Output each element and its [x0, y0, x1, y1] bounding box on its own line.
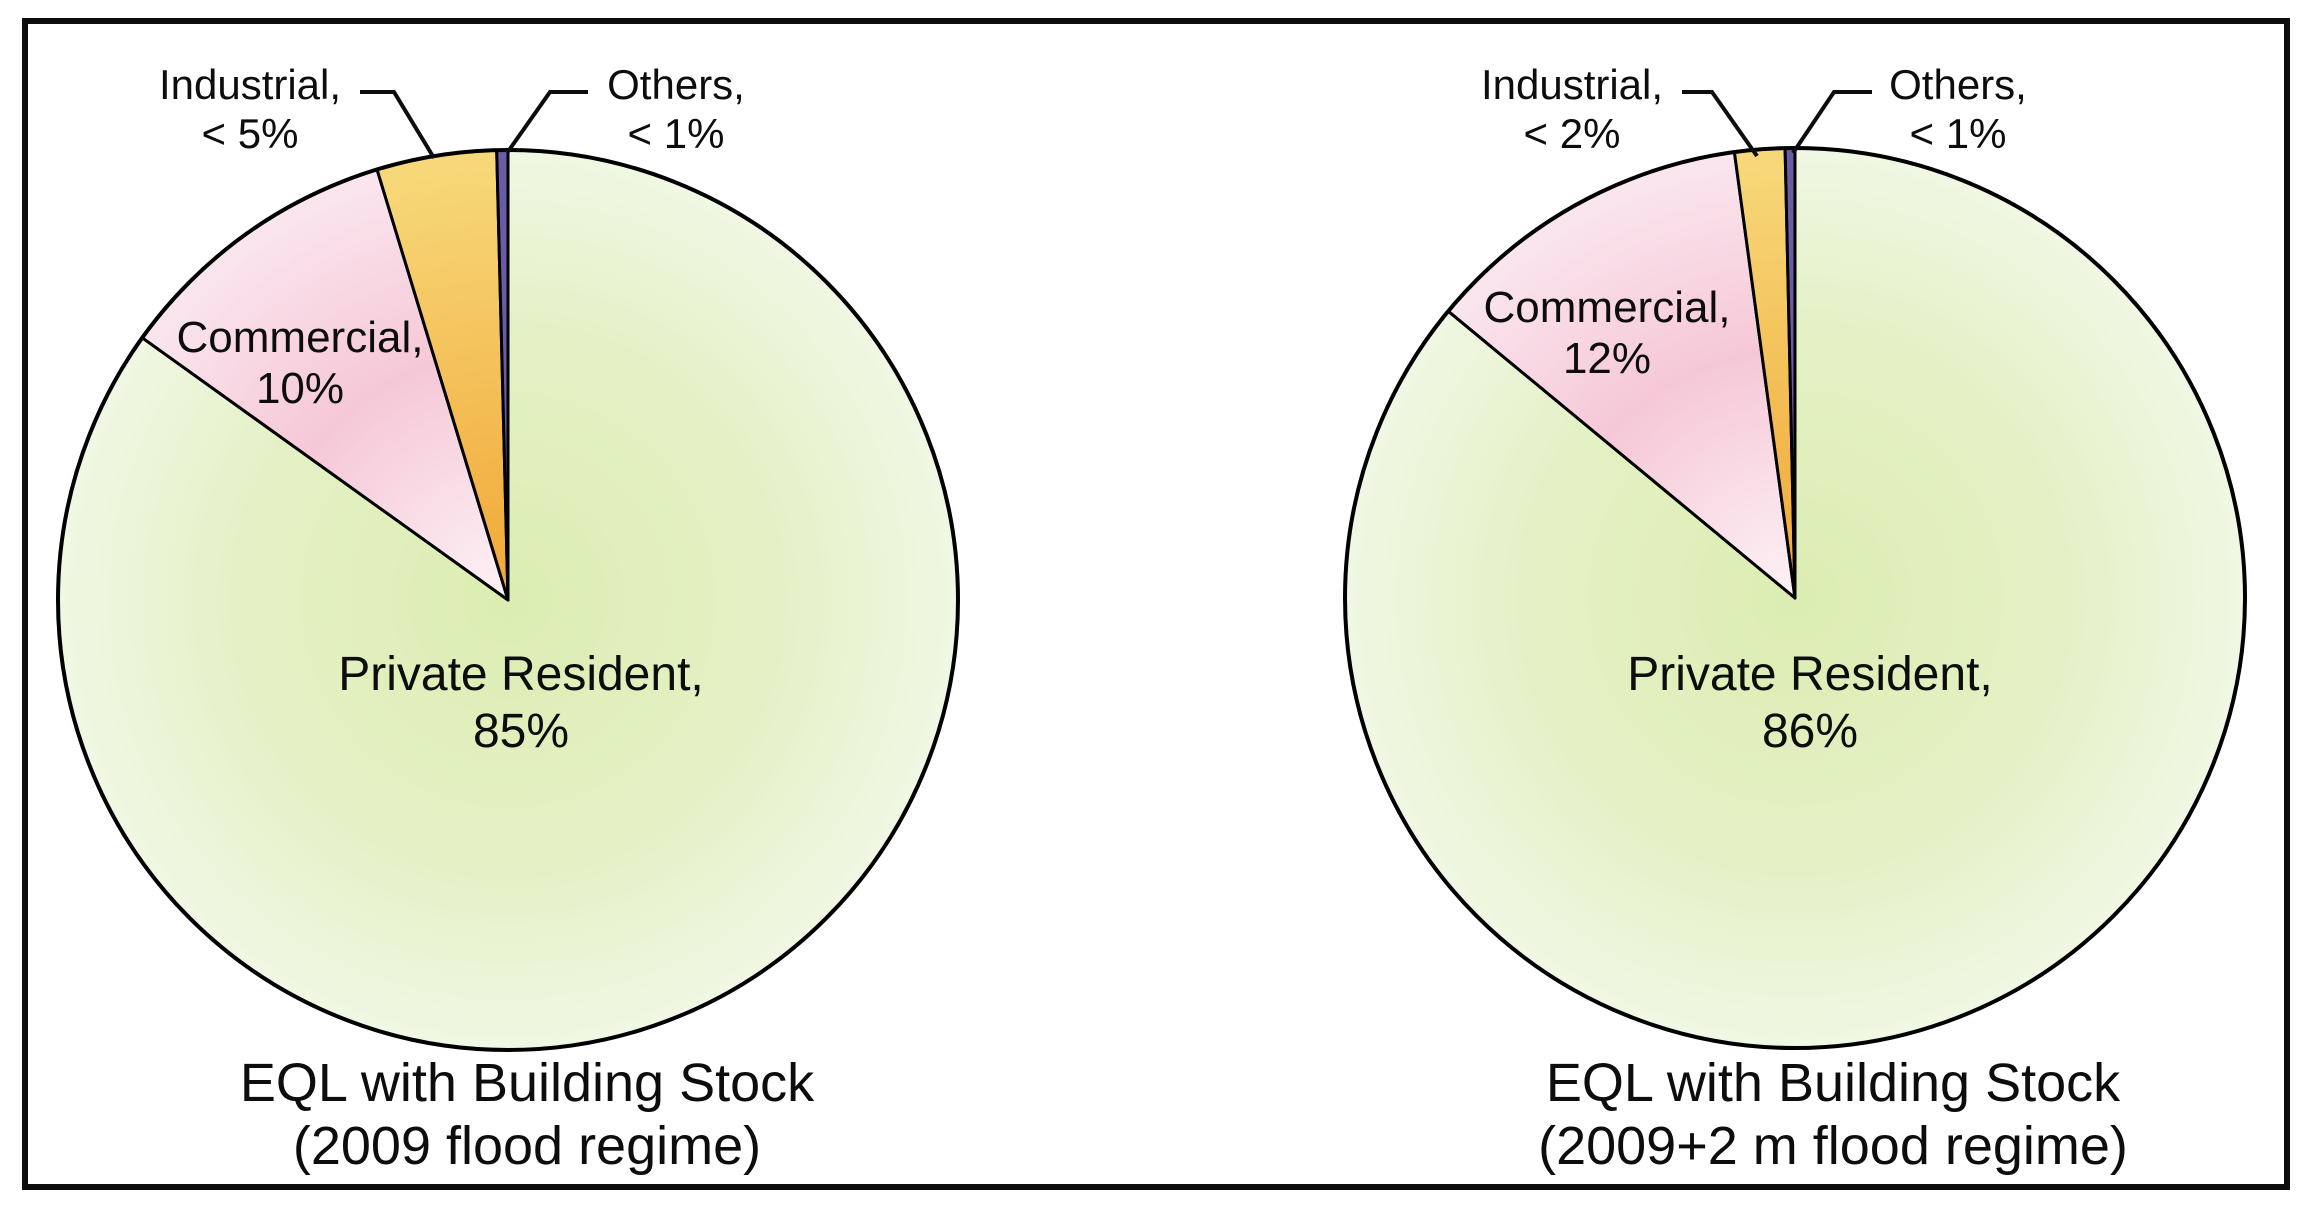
pie-caption-left-subtitle: (2009 flood regime)	[292, 1116, 762, 1176]
slice-label-commercial-right: Commercial, 12%	[1437, 282, 1777, 384]
slice-label-commercial-left: Commercial, 10%	[130, 312, 470, 414]
figure-border	[22, 18, 2290, 1190]
callout-others-left-line1: Others,	[607, 61, 745, 108]
callout-others-right-line2: < 1%	[1909, 110, 2007, 157]
slice-label-commercial-left-line1: Commercial,	[176, 313, 424, 362]
slice-label-private-resident-left: Private Resident, 85%	[291, 646, 751, 760]
callout-industrial-right-line1: Industrial,	[1480, 61, 1664, 108]
pie-caption-right-title: EQL with Building Stock	[1545, 1053, 2121, 1113]
slice-label-private-resident-right-line1: Private Resident,	[1627, 648, 1993, 701]
slice-label-commercial-left-line2: 10%	[255, 364, 345, 413]
slice-label-private-resident-right-line2: 86%	[1761, 705, 1859, 758]
slice-label-commercial-right-line1: Commercial,	[1483, 283, 1731, 332]
callout-others-left: Others, < 1%	[526, 60, 826, 158]
callout-others-right: Others, < 1%	[1808, 60, 2108, 158]
pie-caption-right: EQL with Building Stock (2009+2 m flood …	[1453, 1052, 2213, 1178]
callout-industrial-left-line1: Industrial,	[158, 61, 342, 108]
callout-industrial-left: Industrial, < 5%	[100, 60, 400, 158]
slice-label-commercial-right-line2: 12%	[1562, 334, 1652, 383]
slice-label-private-resident-left-line1: Private Resident,	[338, 648, 704, 701]
callout-others-left-line2: < 1%	[627, 110, 725, 157]
callout-others-right-line1: Others,	[1889, 61, 2027, 108]
slice-label-private-resident-right: Private Resident, 86%	[1580, 646, 2040, 760]
callout-industrial-right-line2: < 2%	[1523, 110, 1621, 157]
pie-caption-left-title: EQL with Building Stock	[239, 1053, 815, 1113]
callout-industrial-right: Industrial, < 2%	[1422, 60, 1722, 158]
callout-industrial-left-line2: < 5%	[201, 110, 299, 157]
slice-label-private-resident-left-line2: 85%	[472, 705, 570, 758]
pie-chart-2009-plus-2m-flood-regime	[1343, 146, 2247, 1050]
pie-caption-right-subtitle: (2009+2 m flood regime)	[1538, 1116, 2128, 1176]
pie-chart-2009-flood-regime	[56, 148, 960, 1052]
pie-caption-left: EQL with Building Stock (2009 flood regi…	[167, 1052, 887, 1178]
